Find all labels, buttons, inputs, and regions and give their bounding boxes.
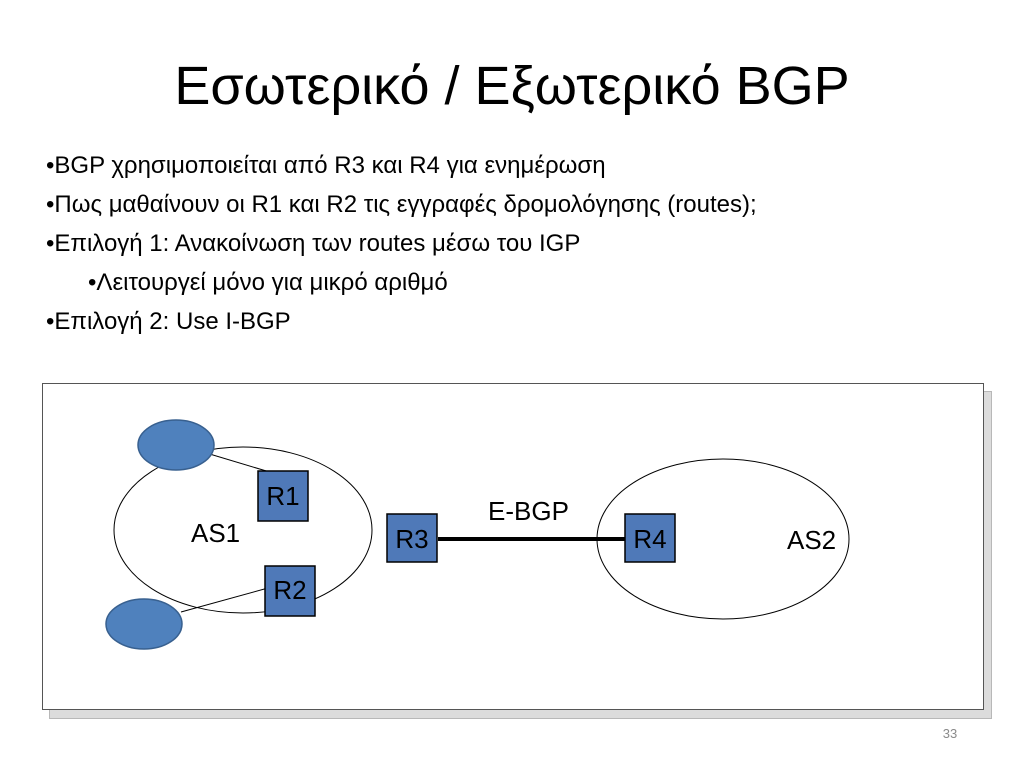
router-r1-label: R1 <box>266 481 299 511</box>
slide-title: Εσωτερικό / Εξωτερικό BGP <box>174 56 850 116</box>
bullet-item: BGP χρησιμοποιείται από R3 και R4 για εν… <box>46 146 1006 185</box>
sub-bullet-item: Λειτουργεί μόνο για μικρό αριθμό <box>46 263 1006 302</box>
bullet-list: BGP χρησιμοποιείται από R3 και R4 για εν… <box>46 146 1006 341</box>
as1-label: AS1 <box>191 518 240 548</box>
ebgp-label: E-BGP <box>488 496 569 526</box>
router-r4 <box>624 513 676 563</box>
router-r1 <box>257 470 309 522</box>
router-r2 <box>264 565 316 617</box>
router-r4-label: R4 <box>633 524 666 554</box>
router-r3-label: R3 <box>395 524 428 554</box>
bullet-item: Επιλογή 1: Ανακοίνωση των routes μέσω το… <box>46 224 1006 263</box>
host1-link <box>202 451 274 474</box>
bullet-item: Επιλογή 2: Use I-BGP <box>46 302 1006 341</box>
host2-link <box>180 587 269 613</box>
page-number: 33 <box>942 726 958 741</box>
as2-label: AS2 <box>787 525 836 555</box>
diagram-canvas: R1 R3 R2 R4 AS1 AS2 E-BGP <box>105 419 850 650</box>
network-diagram: R1 R3 R2 R4 AS1 AS2 E-BGP <box>42 383 984 710</box>
router-r3 <box>386 513 438 563</box>
host-1 <box>137 419 215 471</box>
as1-ellipse <box>113 446 373 614</box>
host-2 <box>105 598 183 650</box>
bullet-item: Πως μαθαίνουν οι R1 και R2 τις εγγραφές … <box>46 185 1006 224</box>
router-r2-label: R2 <box>273 575 306 605</box>
